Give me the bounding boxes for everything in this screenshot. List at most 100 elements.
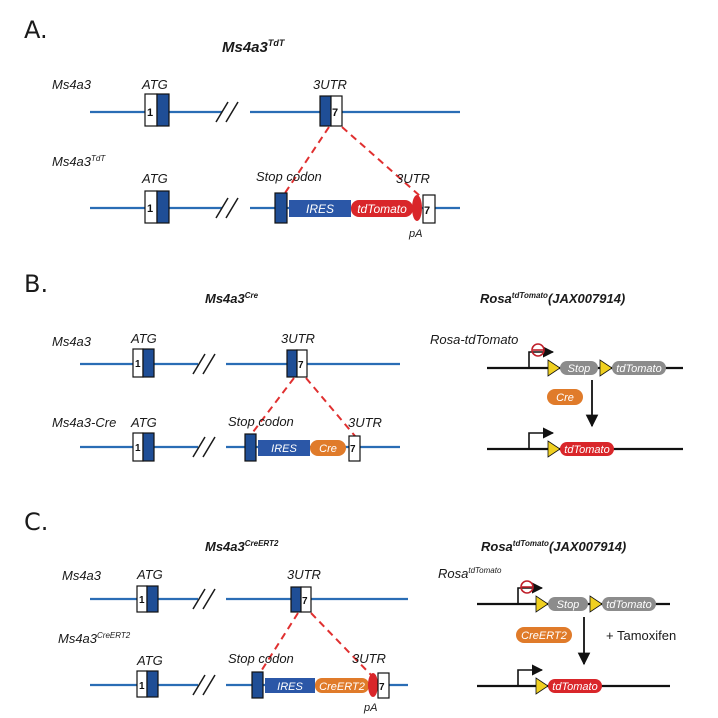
c-ki-stop-codon-label: Stop codon — [228, 651, 294, 666]
a-ki-break-mark — [215, 197, 229, 219]
c-rosa-loxp1-icon — [535, 595, 549, 613]
b-ki-break-mark — [192, 436, 206, 458]
b-rosa-title: RosatdTomato(JAX007914) — [480, 291, 625, 306]
b-ki-ires-label: IRES — [271, 443, 297, 455]
b-rosa-promoter-arrow — [528, 346, 555, 368]
a-wt-atg-label: ATG — [141, 77, 168, 92]
a-ki-exon1-number: 1 — [147, 203, 153, 215]
b-rosa-tdtomato-inactive-label: tdTomato — [616, 363, 661, 375]
a-wt-line-name: Ms4a3 — [52, 77, 92, 92]
panel-b-label: B. — [24, 270, 48, 298]
c-wt-line-name: Ms4a3 — [62, 568, 102, 583]
a-ki-atg-label: ATG — [141, 171, 168, 186]
c-wt-exon7-utr — [300, 586, 312, 613]
b-rosa-tdtomato-inactive-block — [612, 361, 666, 375]
c-ki-exon7-number: 7 — [379, 682, 385, 693]
panel-c-title: Ms4a3CreERT2 — [205, 539, 279, 554]
a-ki-exon7-number: 7 — [424, 205, 430, 217]
a-dash-left — [282, 126, 330, 197]
b-rosa-tdtomato-active-label: tdTomato — [564, 444, 609, 456]
c-ki-atg-label: ATG — [136, 653, 163, 668]
b-rosa-loxp2-icon — [599, 359, 613, 377]
b-wt-exon1-number: 1 — [135, 359, 141, 370]
c-ki-polya-signal — [368, 673, 378, 697]
b-dash-right — [305, 377, 356, 437]
c-wt-break-mark — [192, 588, 206, 610]
a-ki-stop-codon-label: Stop codon — [256, 169, 322, 184]
c-rosa-creert2-enzyme — [516, 627, 572, 643]
b-dash-left — [249, 377, 295, 437]
c-ki-exon7-utr — [377, 672, 390, 699]
b-wt-line-name: Ms4a3 — [52, 334, 92, 349]
b-rosa-stop-block — [560, 361, 598, 375]
panel-a-label: A. — [24, 16, 48, 44]
b-ki-ires-block — [258, 440, 310, 456]
a-ki-tdtomato-label: tdTomato — [357, 202, 407, 216]
c-wt-atg-label: ATG — [136, 567, 163, 582]
b-rosa-recombined-loxp-icon — [547, 440, 561, 458]
b-ki-stop-codon-label: Stop codon — [228, 414, 294, 429]
panel-c: C. Ms4a3CreERT2 Ms4a3 ATG 1 3UTR 7 Ms4a3… — [24, 508, 676, 714]
a-dash-right — [341, 126, 421, 197]
a-wt-exon1-number: 1 — [147, 107, 153, 119]
c-rosa-line-name: RosatdTomato — [438, 566, 502, 581]
a-ki-exon1-cds — [156, 190, 170, 224]
c-rosa-title: RosatdTomato(JAX007914) — [481, 539, 626, 554]
c-rosa-promoter-arrow — [517, 582, 544, 604]
b-rosa-line-name: Rosa-tdTomato — [430, 332, 518, 347]
c-ki-exon7-cds — [251, 671, 264, 699]
c-dash-right — [310, 612, 373, 677]
b-wt-exon1-cds — [142, 348, 155, 378]
b-ki-exon7-cds — [244, 433, 257, 462]
c-dash-left — [257, 612, 299, 677]
b-wt-exon7-number: 7 — [298, 360, 304, 371]
a-wt-exon1-cds — [156, 93, 170, 127]
c-wt-exon7-cds — [290, 586, 302, 613]
c-rosa-recombined-loxp-icon — [535, 677, 549, 695]
panel-b-title: Ms4a3Cre — [205, 291, 259, 306]
c-rosa-tdtomato-inactive-block — [602, 597, 656, 611]
c-rosa-stop-block — [548, 597, 588, 611]
a-wt-exon7-cds — [319, 95, 332, 127]
panel-a-title: Ms4a3TdT — [222, 38, 286, 56]
b-rosa-tdtomato-active-block — [560, 442, 614, 456]
panel-b: B. Ms4a3Cre Ms4a3 ATG 1 3UTR 7 Ms4a3-Cre… — [24, 270, 683, 462]
c-rosa-stop-label: Stop — [557, 599, 580, 611]
c-ki-3utr-label: 3UTR — [352, 651, 386, 666]
a-wt-exon7-number: 7 — [332, 107, 338, 119]
a-wt-3utr-label: 3UTR — [313, 77, 347, 92]
b-wt-exon7-utr — [296, 349, 308, 378]
a-wt-break-mark — [215, 101, 229, 123]
c-ki-exon1-cds — [146, 670, 159, 698]
b-ki-exon1-cds — [142, 432, 155, 462]
a-ki-polya-signal — [412, 195, 422, 221]
c-wt-exon1-cds — [146, 585, 159, 613]
c-ki-break-mark — [192, 674, 206, 696]
b-ki-atg-label: ATG — [130, 415, 157, 430]
c-ki-creert2-block — [315, 678, 369, 693]
b-rosa-block-icon — [531, 343, 545, 357]
c-rosa-tdtomato-active-label: tdTomato — [552, 681, 597, 693]
b-wt-atg-label: ATG — [130, 331, 157, 346]
c-ki-line-name: Ms4a3CreERT2 — [58, 631, 131, 646]
c-wt-exon1-number: 1 — [139, 595, 145, 606]
b-ki-line-name: Ms4a3-Cre — [52, 415, 116, 430]
b-ki-exon1-number: 1 — [135, 443, 141, 454]
b-rosa-cre-enzyme — [547, 389, 583, 405]
b-wt-3utr-label: 3UTR — [281, 331, 315, 346]
b-rosa-stop-label: Stop — [568, 363, 591, 375]
a-ki-ires-label: IRES — [306, 202, 334, 216]
a-ki-tdtomato-block — [351, 200, 413, 217]
c-ki-ires-label: IRES — [277, 681, 303, 693]
a-wt-exon7-utr — [330, 95, 343, 127]
c-rosa-tamoxifen-label: + Tamoxifen — [606, 628, 676, 643]
c-rosa-loxp2-icon — [589, 595, 603, 613]
c-ki-ires-block — [265, 678, 315, 693]
c-ki-pa-label: pA — [363, 702, 377, 714]
b-ki-exon7-number: 7 — [350, 444, 356, 455]
b-rosa-loxp1-icon — [547, 359, 561, 377]
b-ki-cre-label: Cre — [319, 443, 337, 455]
c-ki-creert2-label: CreERT2 — [319, 681, 365, 693]
b-rosa-cre-enzyme-label: Cre — [556, 392, 574, 404]
